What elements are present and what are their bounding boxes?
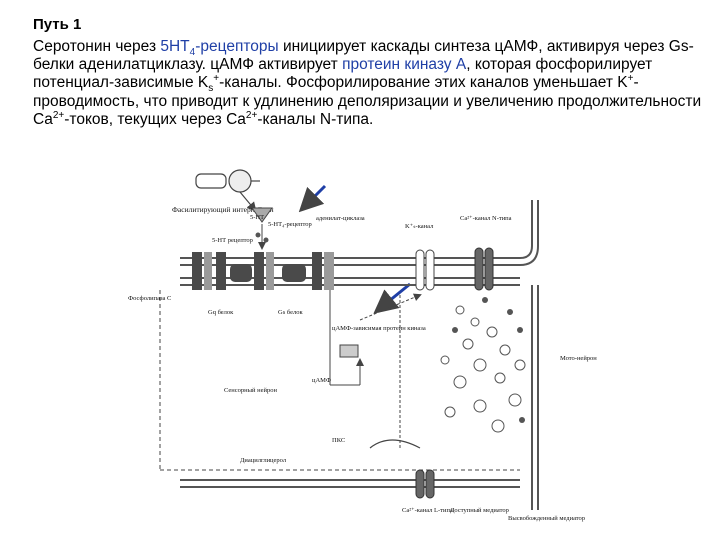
serotonin-pathway-diagram: Фасилитирующий интернейрон 5-НТ	[128, 169, 597, 522]
text-run: инициирует каскады синтеза цАМФ, активир…	[33, 38, 694, 74]
membrane-proteins	[192, 247, 494, 291]
ht4-receptor-shape	[266, 252, 274, 290]
label-pkc: ПКС	[332, 437, 345, 444]
ca-channel-l-shape	[425, 469, 435, 499]
text-run: -каналы. Фосфорилирование этих каналов у…	[219, 74, 628, 92]
vesicle-dot	[482, 297, 488, 303]
highlight-pka: протеин киназу А	[342, 56, 467, 74]
vesicle-dot	[519, 417, 525, 423]
vesicle	[440, 355, 450, 365]
synaptic-vesicles	[440, 297, 526, 433]
serotonin-molecule	[263, 237, 269, 243]
interneuron-projection	[239, 191, 257, 212]
label-gq-protein: Gq белок	[208, 309, 234, 316]
5ht-receptor-left	[204, 252, 212, 290]
text-run: -проводимость, что приводит к удлинению …	[33, 74, 702, 128]
serotonin-vesicle	[251, 207, 273, 223]
vesicle	[455, 305, 465, 315]
label-adenylate-cyclase: аденилат-циклаза	[316, 215, 365, 222]
label-phospholipase-c: Фосфолипаза С	[128, 295, 171, 302]
text-run: -токов, текущих через Ca	[64, 110, 246, 128]
label-sensory-neuron: Сенсорный нейрон	[224, 387, 277, 394]
text-run: , которая фосфорилирует потенциал-зависи…	[33, 56, 653, 92]
vesicle	[494, 372, 506, 384]
label-ca-channel-l: Ca²⁺-канал L-типа	[402, 507, 453, 514]
highlight-5ht4: 5НТ4-рецепторы	[160, 38, 279, 59]
vesicle	[499, 344, 511, 356]
vesicle-dot	[507, 309, 513, 315]
label-camp: цАМФ	[312, 377, 331, 384]
slide-title: Путь 1	[33, 16, 82, 33]
ca-channel-n-shape	[474, 247, 484, 291]
vesicle	[444, 406, 456, 418]
facilitating-interneuron: Фасилитирующий интернейрон	[172, 169, 274, 214]
label-ks-channel: K⁺ₛ-канал	[405, 223, 434, 230]
superscript: +	[627, 73, 634, 85]
superscript: 2+	[52, 109, 65, 121]
vesicle	[486, 326, 498, 338]
vesicle	[514, 359, 526, 371]
ca-channel-n-shape	[484, 247, 494, 291]
adenylate-cyclase-shape	[312, 252, 322, 290]
serotonin-release: 5-НТ	[250, 207, 273, 250]
text-run: -рецепторы	[195, 38, 279, 55]
label-released-mediator: Высвобожденный медиатор	[508, 515, 585, 522]
interneuron-body	[228, 169, 252, 193]
superscript: 2+	[245, 109, 258, 121]
pka-to-ks-arrow	[359, 293, 422, 321]
text-run: 5НТ	[160, 38, 190, 55]
label-motor-neuron: Мото-нейрон	[560, 355, 597, 362]
phospholipase-c-protein	[216, 252, 226, 290]
vesicle	[470, 317, 480, 327]
pka-icon	[339, 344, 359, 358]
label-camp-pka: цАМФ-зависимая протеин киназа	[332, 325, 426, 332]
vesicle	[473, 358, 487, 372]
label-5ht-receptor-left: 5-НТ рецептор	[212, 237, 253, 244]
subscript: s	[208, 83, 214, 95]
serotonin-molecule	[255, 232, 261, 238]
label-ca-channel-n: Ca²⁺-канал N-типа	[460, 215, 512, 222]
vesicle	[453, 375, 467, 389]
vesicle	[508, 393, 522, 407]
label-5ht4-receptor: 5-НТ₄-рецептор	[268, 221, 312, 228]
label-gs-protein: Gs белок	[278, 309, 303, 316]
vesicle	[462, 338, 474, 350]
interneuron-axon	[195, 173, 227, 189]
label-dag: Диацилглицерол	[240, 457, 287, 464]
slide-paragraph: Серотонин через 5НТ4-рецепторы инициируе…	[33, 38, 703, 129]
label-5ht: 5-НТ	[250, 214, 264, 221]
ks-channel-shape	[415, 249, 425, 291]
text-run: -каналы N-типа.	[257, 110, 374, 128]
membrane-curve-top	[519, 200, 533, 259]
superscript: +	[213, 73, 220, 85]
label-facilitating-interneuron: Фасилитирующий интернейрон	[172, 205, 274, 214]
gq-protein-shape	[230, 264, 252, 282]
5ht-receptor-left	[192, 252, 202, 290]
blue-arrow-5ht4	[298, 184, 327, 213]
ca-channel-l-shape	[415, 469, 425, 499]
ht4-receptor-shape	[254, 252, 264, 290]
text-run: Серотонин через	[33, 38, 161, 55]
subscript: 4	[189, 47, 196, 59]
vesicle	[491, 419, 505, 433]
gs-protein-shape	[282, 264, 306, 282]
vesicle-dot	[517, 327, 523, 333]
vesicle-dot	[452, 327, 458, 333]
label-available-mediator: Доступный медиатор	[450, 507, 509, 514]
pkc-shape	[369, 439, 421, 449]
membrane-curve-top-inner	[519, 200, 539, 266]
ks-channel-shape	[425, 249, 435, 291]
adenylate-cyclase-shape	[324, 252, 334, 290]
vesicle	[473, 399, 487, 413]
blue-arrow-pka	[373, 282, 411, 314]
